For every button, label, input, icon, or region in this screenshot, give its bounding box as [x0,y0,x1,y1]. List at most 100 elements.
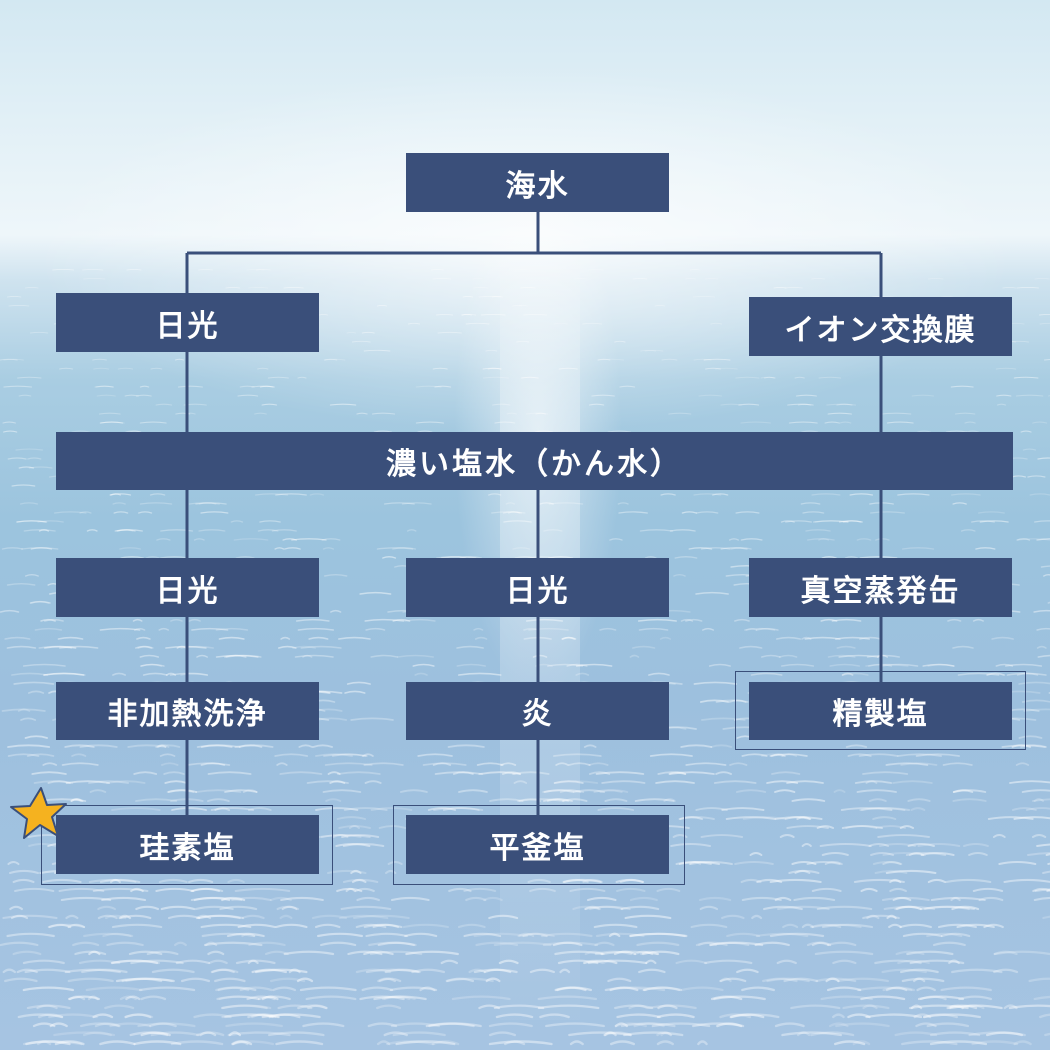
wave-ripple [159,753,176,757]
wave-ripple [323,753,368,757]
wave-ripple [164,780,188,784]
wave-ripple [940,986,992,992]
wave-ripple [404,618,436,622]
wave-ripple [695,941,728,947]
wave-ripple [269,977,306,983]
wave-ripple [188,618,201,622]
wave-ripple [482,376,509,379]
wave-ripple [317,932,363,938]
wave-ripple [247,959,259,965]
wave-ripple [607,430,631,433]
wave-ripple [248,941,286,947]
wave-ripple [649,753,693,757]
wave-ripple [336,816,367,820]
wave-ripple [138,986,196,992]
wave-ripple [224,654,247,658]
wave-ripple [492,403,511,406]
wave-ripple [196,744,241,748]
wave-ripple [940,932,971,938]
wave-ripple [642,986,681,992]
wave-ripple [842,520,862,523]
wave-ripple [634,950,654,956]
wave-ripple [377,977,397,983]
wave-ripple [586,896,617,902]
wave-ripple [685,762,727,766]
wave-ripple [7,457,27,460]
wave-ripple [678,860,721,866]
wave-ripple [402,923,449,929]
wave-ripple [133,771,158,775]
wave-ripple [993,968,1019,974]
wave-ripple [801,923,814,929]
wave-ripple [698,394,723,397]
wave-ripple [298,744,313,748]
wave-ripple [680,986,724,992]
wave-ripple [966,430,979,433]
wave-ripple [309,493,325,496]
wave-ripple [644,349,664,352]
wave-ripple [53,511,87,514]
wave-ripple [915,1022,937,1028]
wave-ripple [465,896,487,902]
wave-ripple [702,627,715,631]
wave-ripple [512,304,523,307]
wave-ripple [1047,394,1050,397]
wave-ripple [34,627,63,631]
wave-ripple [234,887,291,893]
wave-ripple [674,556,698,559]
wave-ripple [528,627,569,631]
wave-ripple [806,538,835,541]
wave-ripple [826,941,857,947]
wave-ripple [963,843,989,847]
node-vacuum-evaporator: 真空蒸発缶 [749,558,1012,617]
wave-ripple [894,1031,938,1037]
wave-ripple [906,950,954,956]
wave-ripple [832,959,857,965]
wave-ripple [67,923,86,929]
wave-ripple [1018,735,1043,739]
wave-ripple [456,663,487,667]
wave-ripple [942,762,973,766]
wave-ripple [442,807,480,811]
wave-ripple [33,780,74,784]
wave-ripple [883,905,936,911]
wave-ripple [819,843,872,847]
wave-ripple [913,1013,932,1019]
wave-ripple [703,358,731,361]
wave-ripple [259,385,274,388]
wave-ripple [708,663,731,667]
wave-ripple [101,896,147,902]
wave-ripple [609,538,623,541]
wave-ripple [769,753,808,757]
wave-ripple [950,493,981,496]
wave-ripple [323,573,348,577]
wave-ripple [721,914,745,920]
wave-ripple [203,941,263,947]
wave-ripple [365,932,408,938]
wave-ripple [1036,645,1047,649]
wave-ripple [382,556,397,559]
wave-ripple [26,753,55,757]
wave-ripple [272,986,297,992]
wave-ripple [730,1013,765,1019]
wave-ripple [207,798,230,802]
wave-ripple [889,887,907,893]
wave-ripple [1039,1013,1050,1019]
wave-ripple [488,914,519,920]
wave-ripple [30,547,53,550]
wave-ripple [502,511,522,514]
wave-ripple [356,896,380,902]
wave-ripple [754,941,790,947]
wave-ripple [774,1022,805,1028]
wave-ripple [529,887,556,893]
wave-ripple [146,950,179,956]
wave-ripple [104,1004,135,1010]
wave-ripple [275,1040,324,1046]
frame-refined-salt [735,671,1026,750]
wave-ripple [908,852,925,856]
wave-ripple [608,932,621,938]
node-brine: 濃い塩水（かん水） [56,432,1013,490]
wave-ripple [940,296,954,298]
wave-ripple [30,600,51,604]
wave-ripple [958,995,993,1001]
